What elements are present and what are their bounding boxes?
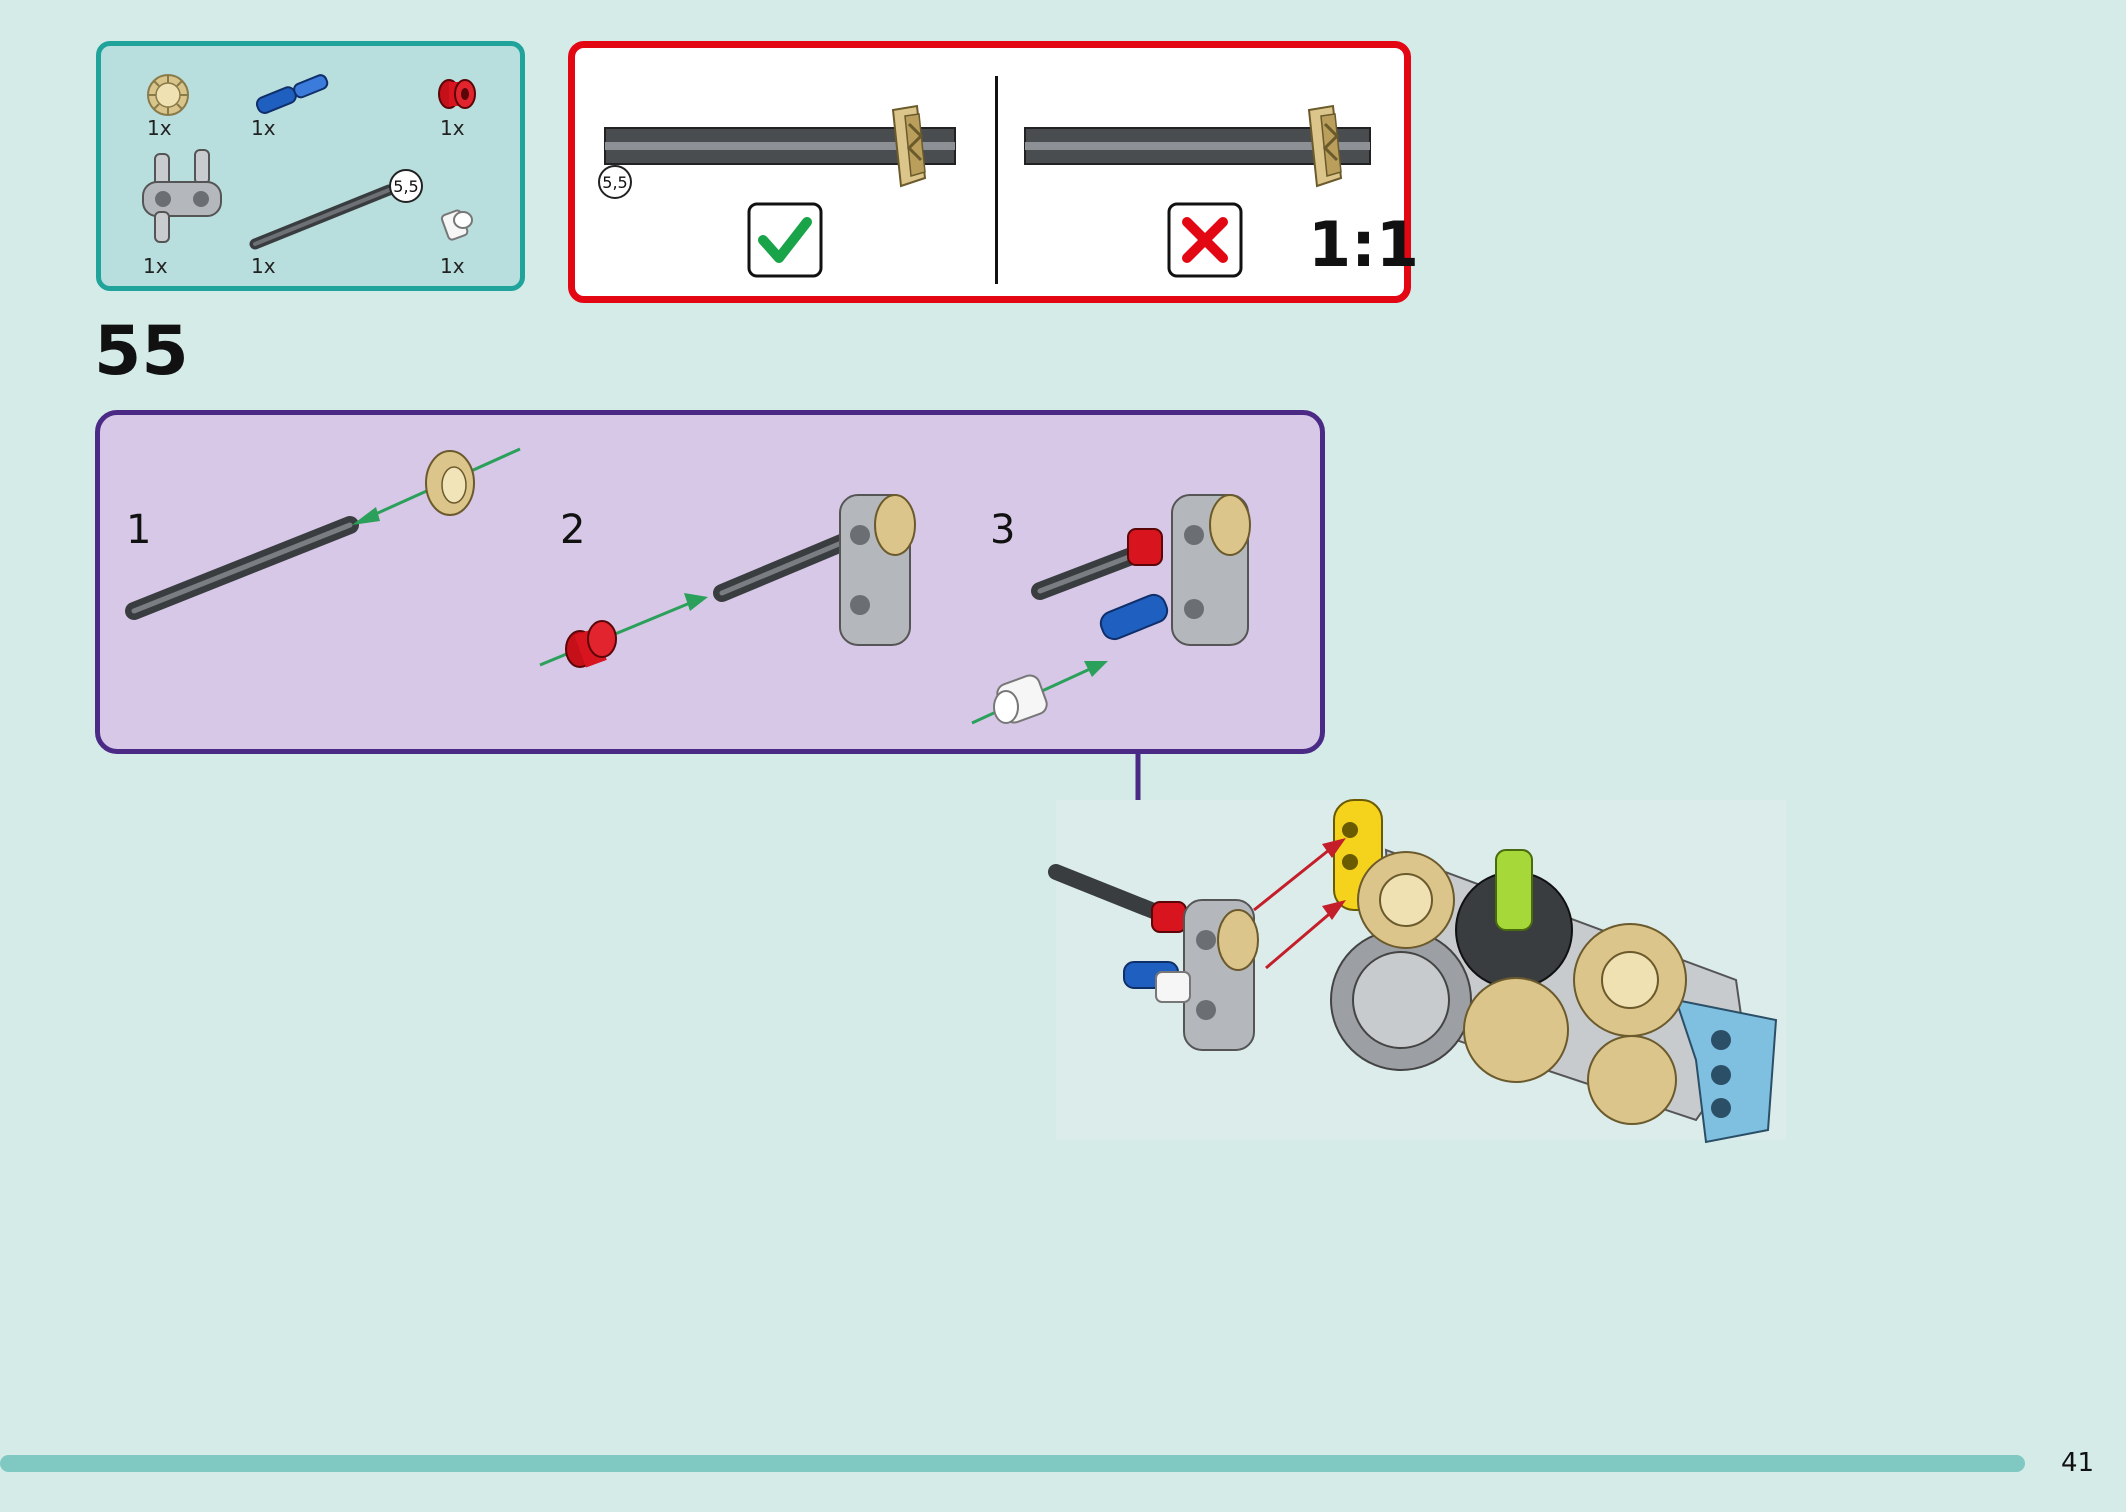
- axle-size-label: 5,5: [393, 177, 418, 196]
- page-progress-bar: [0, 1455, 2025, 1472]
- page-number: 41: [2061, 1448, 2095, 1478]
- axle-check-panel: 5,5 1:1: [568, 41, 1419, 303]
- white-bush-icon: [440, 209, 473, 241]
- divider: [995, 76, 998, 284]
- axle-size-icon: 5,5: [598, 165, 632, 199]
- scale-ratio: 1:1: [1308, 208, 1420, 281]
- substep-3-illustration: [971, 494, 1251, 725]
- check-size-label: 5,5: [602, 173, 627, 192]
- bevel-gear-icon: [147, 74, 189, 116]
- substep-2-illustration: [539, 494, 916, 668]
- part-qty: 1x: [251, 116, 276, 140]
- substep-1-illustration: [125, 447, 521, 620]
- axle-size-icon: 5,5: [389, 169, 423, 203]
- axle-icon: [249, 184, 395, 250]
- main-assembly-illustration: [1048, 799, 1786, 1144]
- part-qty: 1x: [143, 254, 168, 278]
- part-qty: 1x: [147, 116, 172, 140]
- correct-axle-gear-illustration: [604, 104, 956, 188]
- wrong-axle-gear-illustration: [1024, 104, 1371, 188]
- red-bush-icon: [565, 620, 617, 668]
- parts-list: 1x 1x 1x 1x 5,5 1x 1x: [96, 41, 525, 291]
- white-bush-icon: [993, 674, 1048, 724]
- blue-pin-icon: [255, 74, 329, 114]
- substep-panel: 1 2 3: [95, 410, 1325, 754]
- part-qty: 1x: [440, 254, 465, 278]
- substep-number: 2: [560, 507, 586, 553]
- substep-number: 1: [126, 507, 152, 553]
- part-qty: 1x: [251, 254, 276, 278]
- cross-mark-icon: [1167, 202, 1243, 278]
- pin-connector-icon: [142, 149, 222, 243]
- substep-number: 3: [990, 507, 1016, 553]
- red-bush-icon: [438, 79, 476, 109]
- part-qty: 1x: [440, 116, 465, 140]
- step-number: 55: [94, 312, 189, 391]
- check-mark-icon: [747, 202, 823, 278]
